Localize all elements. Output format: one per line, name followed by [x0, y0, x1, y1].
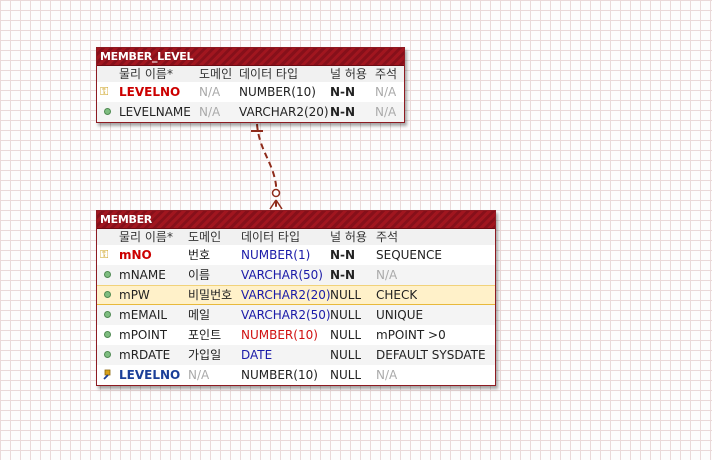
column-null: N-N: [330, 85, 356, 99]
column-comment: SEQUENCE: [376, 248, 442, 262]
column-domain: 포인트: [188, 328, 222, 342]
column-null: N-N: [330, 268, 356, 282]
column-icon: [104, 271, 111, 278]
column-domain: 번호: [188, 248, 211, 262]
header-comment: 주석: [375, 67, 398, 81]
header-domain: 도메인: [188, 230, 222, 244]
column-row-selected[interactable]: mPW 비밀번호 VARCHAR2(20) NULL CHECK: [97, 285, 495, 305]
column-row[interactable]: mNAME 이름 VARCHAR(50) N-N N/A: [97, 265, 495, 285]
primary-key-icon: ⚿: [100, 248, 109, 261]
column-name: mNAME: [119, 268, 166, 282]
column-domain: N/A: [199, 105, 221, 119]
entity-title[interactable]: MEMBER_LEVEL: [97, 48, 404, 66]
column-row[interactable]: mEMAIL 메일 VARCHAR2(50) NULL UNIQUE: [97, 305, 495, 325]
header-nullable: 널 허용: [330, 230, 367, 244]
column-type: VARCHAR2(50): [241, 308, 331, 322]
entity-title[interactable]: MEMBER: [97, 211, 495, 229]
column-row[interactable]: ⚿ mNO 번호 NUMBER(1) N-N SEQUENCE: [97, 245, 495, 265]
column-type: VARCHAR2(20): [241, 288, 331, 302]
column-type: NUMBER(10): [239, 85, 316, 99]
header-data-type: 데이터 타입: [239, 67, 299, 81]
column-name: mPOINT: [119, 328, 168, 342]
column-icon: [104, 351, 111, 358]
column-icon: [104, 291, 111, 298]
column-row[interactable]: mRDATE 가입일 DATE NULL DEFAULT SYSDATE: [97, 345, 495, 365]
column-null: NULL: [330, 368, 362, 382]
column-row[interactable]: LEVELNAME N/A VARCHAR2(20) N-N N/A: [97, 102, 404, 122]
header-physical-name: 물리 이름*: [119, 67, 173, 81]
column-comment: N/A: [375, 85, 397, 99]
column-type: NUMBER(10): [241, 368, 318, 382]
column-comment: UNIQUE: [376, 308, 424, 322]
column-name: mEMAIL: [119, 308, 168, 322]
column-name: mPW: [119, 288, 150, 302]
entity-member-level[interactable]: MEMBER_LEVEL 물리 이름* 도메인 데이터 타입 널 허용 주석 ⚿…: [96, 47, 405, 123]
column-null: N-N: [330, 105, 356, 119]
column-name: mNO: [119, 248, 152, 262]
column-null: N-N: [330, 248, 356, 262]
column-null: NULL: [330, 328, 362, 342]
column-icon: [104, 108, 111, 115]
column-domain: 메일: [188, 308, 211, 322]
column-row[interactable]: mPOINT 포인트 NUMBER(10) NULL mPOINT >0: [97, 325, 495, 345]
column-comment: N/A: [375, 105, 397, 119]
column-domain: 가입일: [188, 348, 222, 362]
column-comment: N/A: [376, 368, 398, 382]
column-row[interactable]: LEVELNO N/A NUMBER(10) NULL N/A: [97, 365, 495, 385]
column-comment: mPOINT >0: [376, 328, 446, 342]
column-type: NUMBER(10): [241, 328, 318, 342]
column-comment: N/A: [376, 268, 398, 282]
column-type: VARCHAR(50): [241, 268, 323, 282]
column-comment: CHECK: [376, 288, 418, 302]
header-physical-name: 물리 이름*: [119, 230, 173, 244]
column-domain: 이름: [188, 268, 211, 282]
column-header-row: 물리 이름* 도메인 데이터 타입 널 허용 주석: [97, 229, 495, 245]
foreign-key-icon: [103, 369, 111, 380]
entity-member[interactable]: MEMBER 물리 이름* 도메인 데이터 타입 널 허용 주석 ⚿ mNO 번…: [96, 210, 496, 386]
column-icon: [104, 311, 111, 318]
column-null: NULL: [330, 348, 362, 362]
column-domain: N/A: [199, 85, 221, 99]
column-name: LEVELNAME: [119, 105, 191, 119]
column-domain: N/A: [188, 368, 210, 382]
column-name: LEVELNO: [119, 85, 181, 99]
column-name: LEVELNO: [119, 368, 181, 382]
column-null: NULL: [330, 288, 362, 302]
column-row[interactable]: ⚿ LEVELNO N/A NUMBER(10) N-N N/A: [97, 82, 404, 102]
column-type: DATE: [241, 348, 273, 362]
column-comment: DEFAULT SYSDATE: [376, 348, 486, 362]
column-type: NUMBER(1): [241, 248, 311, 262]
column-header-row: 물리 이름* 도메인 데이터 타입 널 허용 주석: [97, 66, 404, 82]
column-type: VARCHAR2(20): [239, 105, 329, 119]
header-data-type: 데이터 타입: [241, 230, 301, 244]
column-null: NULL: [330, 308, 362, 322]
header-comment: 주석: [376, 230, 399, 244]
column-name: mRDATE: [119, 348, 171, 362]
column-icon: [104, 331, 111, 338]
primary-key-icon: ⚿: [100, 85, 109, 98]
column-domain: 비밀번호: [188, 288, 233, 302]
header-domain: 도메인: [199, 67, 233, 81]
header-nullable: 널 허용: [330, 67, 367, 81]
